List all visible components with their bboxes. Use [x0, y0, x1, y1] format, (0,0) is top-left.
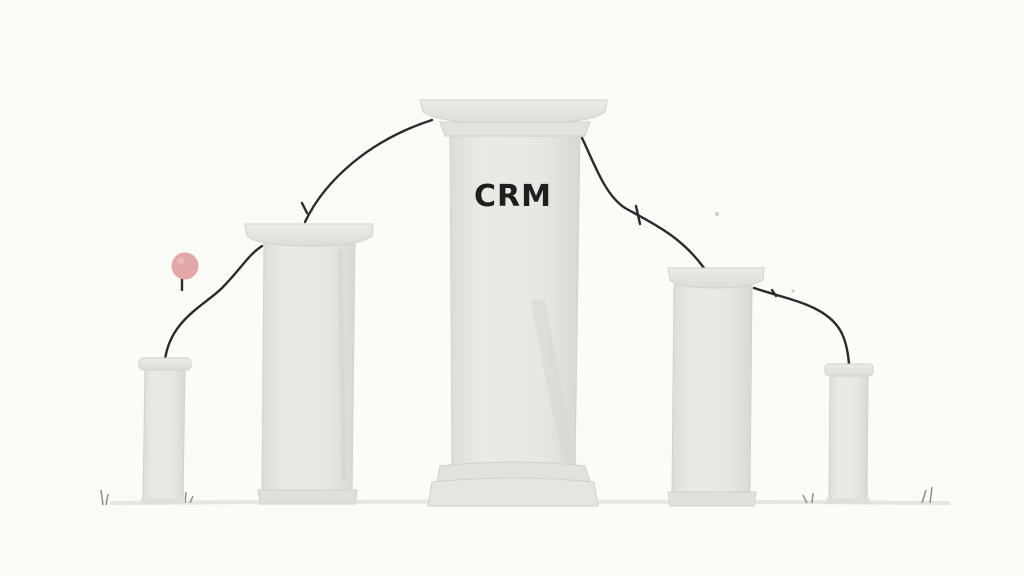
wire-3	[580, 136, 706, 270]
pillar-crm-center: CRM	[419, 99, 608, 507]
wire-4-tick	[770, 288, 778, 298]
pillar-small-left	[138, 357, 192, 504]
wire-3-tick	[634, 204, 642, 226]
balloon-icon	[171, 252, 199, 280]
pillar-small-right	[824, 363, 874, 504]
wire-4	[752, 286, 851, 366]
pillar-medium-left	[244, 223, 374, 505]
wire-1	[163, 244, 264, 362]
crm-label: CRM	[474, 179, 552, 214]
grass-tufts	[100, 486, 933, 506]
spark-dot	[715, 212, 719, 216]
wire-2-tick	[300, 201, 309, 215]
pillar-medium-right	[667, 267, 765, 507]
wire-2	[303, 118, 434, 224]
connecting-wires	[163, 118, 851, 366]
spark-dot	[791, 289, 795, 293]
